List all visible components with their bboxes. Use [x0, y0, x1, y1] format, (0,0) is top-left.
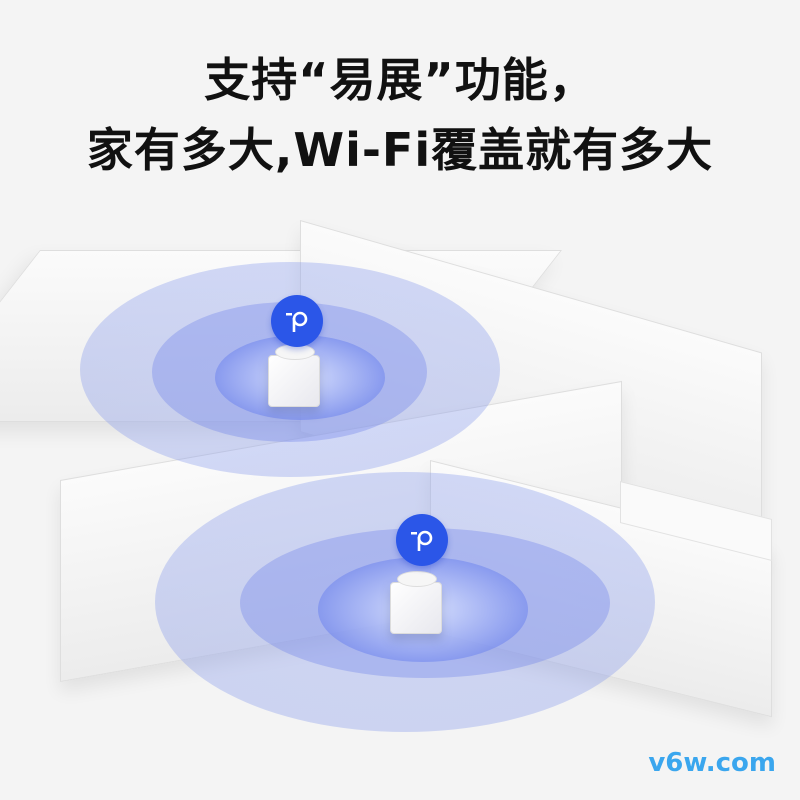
brand-p-icon: [411, 530, 433, 551]
headline-line-2: 家有多大,Wi-Fi覆盖就有多大: [86, 123, 714, 177]
lower-brand-badge: [396, 514, 448, 566]
lower-router: [390, 571, 442, 634]
headline-line-1: 支持“易展”功能，: [204, 53, 596, 107]
brand-p-icon: [286, 311, 308, 332]
headline: 支持“易展”功能， 家有多大,Wi-Fi覆盖就有多大: [0, 48, 800, 184]
upper-router: [268, 344, 320, 407]
upper-brand-badge: [271, 295, 323, 347]
watermark: v6w.com: [648, 748, 776, 778]
floorplan-illustration: [0, 210, 800, 770]
router-top: [397, 571, 437, 587]
